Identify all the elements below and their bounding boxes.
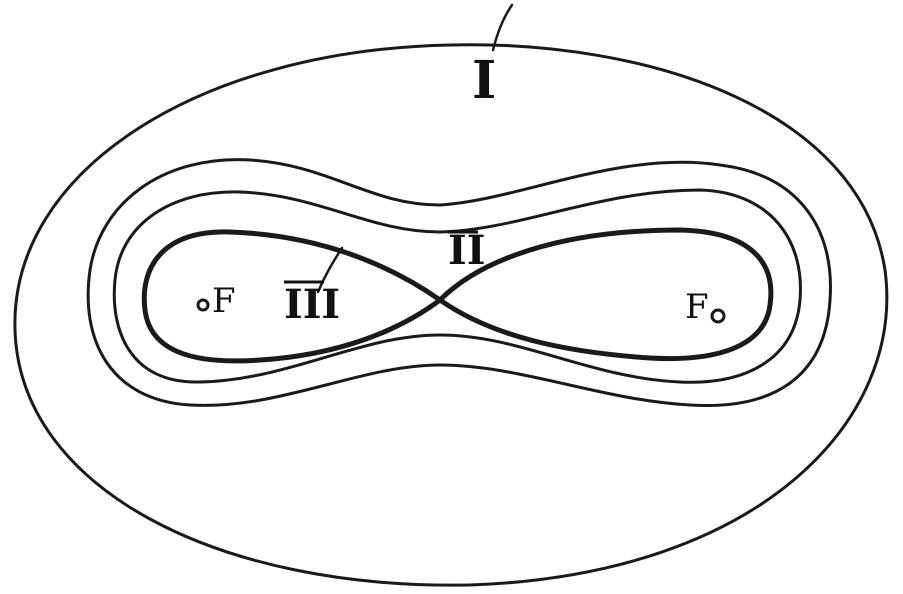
region-3-label: III: [284, 281, 340, 328]
outer-peanut-curve: [86, 158, 832, 408]
region-3-leader-line: [316, 246, 344, 294]
focus-left-label: F: [212, 281, 236, 321]
lemniscate-curve: [141, 227, 774, 364]
region-1-label: I: [472, 50, 496, 111]
outer-oval-curve: [13, 43, 889, 587]
region-2-label: II: [448, 227, 485, 274]
inner-peanut-curve: [112, 188, 802, 384]
focus-left-point: [196, 298, 210, 312]
region-1-leader-line: [491, 3, 514, 52]
focus-right-label: F: [685, 287, 709, 327]
focus-right-point: [710, 308, 726, 324]
